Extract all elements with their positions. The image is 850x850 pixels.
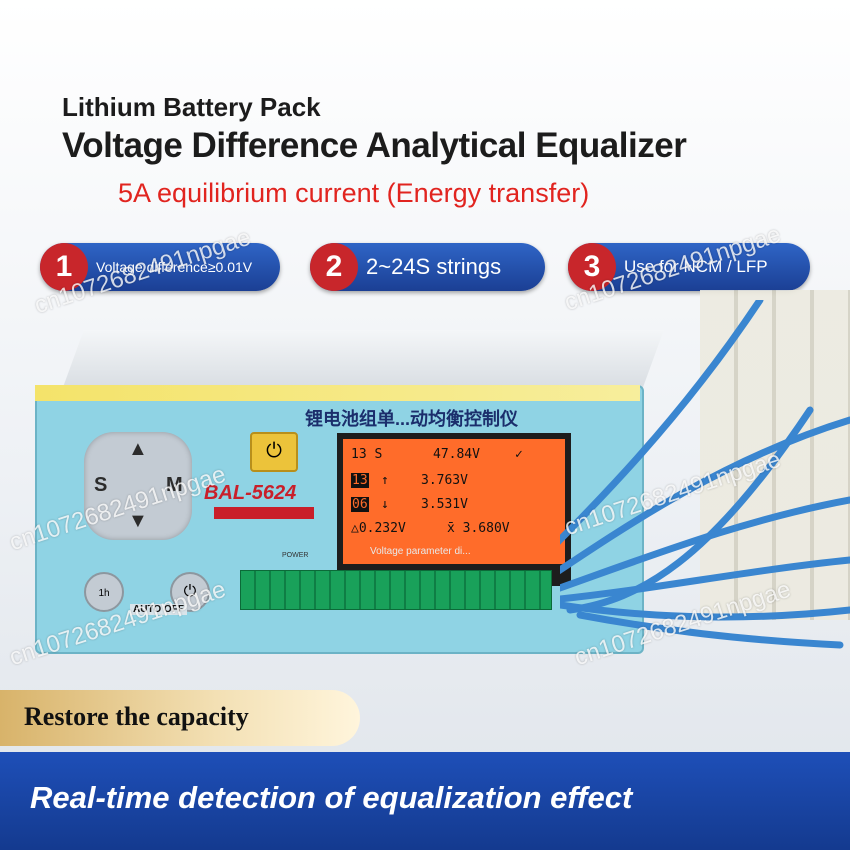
screen-total-voltage: 47.84V bbox=[433, 447, 480, 462]
power-led-label: POWER bbox=[282, 552, 309, 559]
down-button[interactable]: ▼ bbox=[128, 510, 148, 532]
set-button[interactable]: S bbox=[94, 474, 108, 496]
banner-text: Real-time detection of equalization effe… bbox=[30, 780, 633, 815]
up-button[interactable]: ▲ bbox=[128, 438, 148, 460]
model-sublabel bbox=[214, 507, 314, 519]
dpad: ▲ ▼ S M bbox=[84, 432, 192, 540]
feature-text-3: Use for NCM / LFP bbox=[624, 257, 768, 276]
feature-number-2: 2 bbox=[310, 243, 358, 291]
screen-caption: Voltage parameter di... bbox=[370, 546, 471, 557]
model-label: BAL-5624 bbox=[204, 482, 297, 504]
power-icon: ⏻ bbox=[183, 583, 197, 600]
feature-pill-3: 3 Use for NCM / LFP bbox=[568, 243, 810, 291]
screen-min-cell: 06 bbox=[351, 497, 369, 512]
screen-down-arrow: ↓ bbox=[381, 497, 389, 512]
title-line-1: Lithium Battery Pack bbox=[62, 92, 321, 122]
feature-text-2: 2~24S strings bbox=[366, 254, 502, 279]
auto-off-label: AUTO OFF bbox=[130, 604, 187, 615]
mode-button[interactable]: M bbox=[166, 474, 183, 496]
restore-label: Restore the capacity bbox=[24, 702, 249, 731]
power-icon: ⏻ bbox=[266, 440, 282, 462]
screen-up-arrow: ↑ bbox=[381, 473, 389, 488]
restore-ribbon bbox=[0, 690, 360, 746]
screen-strings: 13 S bbox=[351, 447, 383, 462]
timer-button[interactable]: 1h bbox=[84, 572, 124, 612]
screen-min-voltage: 3.531V bbox=[421, 497, 468, 512]
bottom-banner bbox=[0, 752, 850, 850]
feature-pill-1: 1 Voltage difference≥0.01V bbox=[40, 243, 280, 291]
screen-max-voltage: 3.763V bbox=[421, 473, 468, 488]
balance-cables bbox=[560, 300, 850, 649]
feature-pill-2: 2 2~24S strings bbox=[310, 243, 545, 291]
feature-text-1: Voltage difference≥0.01V bbox=[96, 259, 253, 275]
device-stripe bbox=[35, 385, 640, 401]
screen-delta-voltage: △0.232V bbox=[351, 521, 406, 536]
subtitle-line: 5A equilibrium current (Energy transfer) bbox=[118, 178, 590, 208]
screen-check-icon: ✓ bbox=[515, 447, 523, 462]
screen-max-cell: 13 bbox=[351, 473, 369, 488]
timer-label: 1h bbox=[98, 588, 110, 599]
feature-number-3: 3 bbox=[568, 243, 616, 291]
terminal-block bbox=[240, 570, 552, 610]
lcd-screen: 13 S 47.84V ✓ 13 ↑ 3.763V 06 ↓ 3.531V △0… bbox=[337, 433, 571, 586]
feature-number-1: 1 bbox=[40, 243, 88, 291]
power-button[interactable]: ⏻ bbox=[250, 432, 298, 472]
title-line-2: Voltage Difference Analytical Equalizer bbox=[62, 126, 687, 165]
device-panel-label: 锂电池组单...动均衡控制仪 bbox=[305, 409, 519, 429]
screen-avg-voltage: x̄ 3.680V bbox=[447, 521, 510, 536]
